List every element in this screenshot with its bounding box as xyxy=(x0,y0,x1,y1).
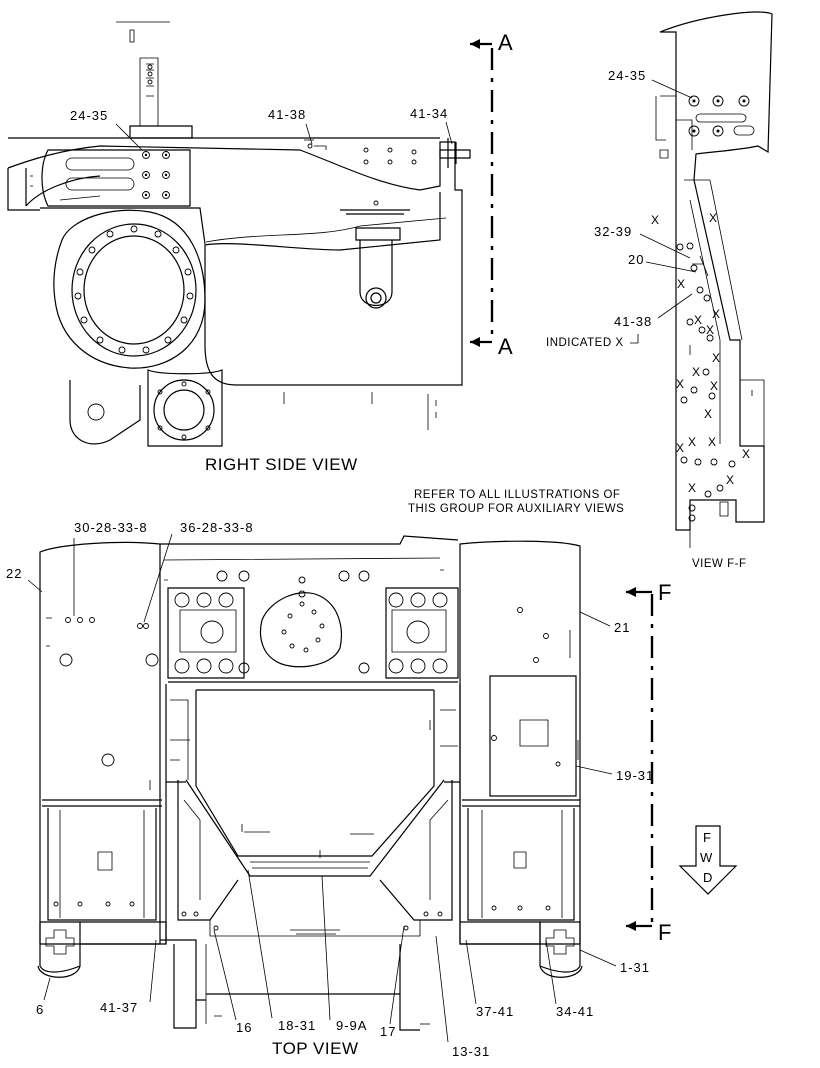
leader-41-37 xyxy=(149,939,157,1003)
section-mark-f-bottom: F xyxy=(658,920,671,945)
view-f-f-title: VIEW F-F xyxy=(692,558,746,570)
callout-30-28-33-8: 30-28-33-8 xyxy=(74,520,148,535)
leader-21 xyxy=(579,611,611,627)
x-mark: X xyxy=(710,379,718,393)
x-mark: X xyxy=(706,323,714,337)
callout-34-41: 34-41 xyxy=(556,1004,594,1019)
callout-41-38-view-f-f: 41-38 xyxy=(614,314,652,329)
x-mark: X xyxy=(704,407,712,421)
callout-6: 6 xyxy=(36,1002,44,1017)
indicated-x-note: INDICATED X xyxy=(546,337,624,349)
callout-20: 20 xyxy=(628,252,644,267)
leader-9-9a xyxy=(321,875,331,1021)
x-mark: X xyxy=(694,313,702,327)
leader-22 xyxy=(27,579,43,593)
leader-1-31 xyxy=(579,949,617,967)
x-mark: X xyxy=(677,277,685,291)
callout-16: 16 xyxy=(236,1020,252,1035)
leader-34-41 xyxy=(545,939,557,1005)
callout-41-34-right-side: 41-34 xyxy=(410,106,448,121)
callout-13-31: 13-31 xyxy=(452,1044,490,1059)
x-mark: X xyxy=(688,435,696,449)
callout-19-31: 19-31 xyxy=(616,768,654,783)
x-mark: X xyxy=(712,351,720,365)
fwd-arrow-icon xyxy=(678,825,738,895)
x-mark: X xyxy=(712,307,720,321)
leader-41-38-right-side xyxy=(305,123,313,145)
leader-41-38-view-f-f xyxy=(657,293,693,319)
leader-36-28-33-8 xyxy=(143,533,173,623)
x-mark: X xyxy=(676,377,684,391)
x-mark: X xyxy=(709,211,717,225)
leader-16 xyxy=(213,929,237,1021)
right-side-view-title: RIGHT SIDE VIEW xyxy=(205,455,358,474)
callout-18-31: 18-31 xyxy=(278,1018,316,1033)
leader-37-41 xyxy=(465,939,477,1005)
callout-37-41: 37-41 xyxy=(476,1004,514,1019)
leader-41-34-right-side xyxy=(445,121,453,145)
leader-6 xyxy=(43,977,51,1001)
leader-18-31 xyxy=(247,869,273,1019)
callout-41-37: 41-37 xyxy=(100,1000,138,1015)
section-mark-a-top: A xyxy=(498,30,513,55)
section-mark-a-bottom: A xyxy=(498,334,513,359)
callout-1-31: 1-31 xyxy=(620,960,650,975)
leader-20 xyxy=(645,261,697,273)
x-mark: X xyxy=(692,365,700,379)
callout-36-28-33-8: 36-28-33-8 xyxy=(180,520,254,535)
leader-13-31 xyxy=(435,935,449,1043)
fwd-letter-w: W xyxy=(700,850,713,865)
callout-24-35-view-f-f: 24-35 xyxy=(608,68,646,83)
callout-24-35-right-side: 24-35 xyxy=(70,108,108,123)
leader-24-35-view-f-f xyxy=(651,79,693,99)
fwd-letter-f: F xyxy=(703,830,712,845)
note-line-1: REFER TO ALL ILLUSTRATIONS OF xyxy=(414,489,620,501)
x-mark: X xyxy=(726,473,734,487)
x-mark: X xyxy=(742,447,750,461)
callout-41-38-right-side: 41-38 xyxy=(268,107,306,122)
callout-17: 17 xyxy=(380,1024,396,1039)
x-mark: X xyxy=(688,481,696,495)
top-view-title: TOP VIEW xyxy=(272,1039,359,1058)
leader-19-31 xyxy=(575,765,613,775)
x-mark: X xyxy=(676,441,684,455)
top-view: F F F W D 30-28-33-8 36-28-33-8 22 21 19… xyxy=(6,520,738,1059)
leader-17 xyxy=(389,925,405,1025)
leader-24-35-right-side xyxy=(115,123,143,151)
x-mark: X xyxy=(708,435,716,449)
leader-32-39 xyxy=(639,233,691,259)
right-side-view: A A 24-35 41-38 41-34 RIGHT SIDE VIEW xyxy=(7,21,513,474)
section-mark-f-top: F xyxy=(658,580,671,605)
callout-32-39: 32-39 xyxy=(594,224,632,239)
callout-9-9a: 9-9A xyxy=(336,1018,367,1033)
x-mark: X xyxy=(651,213,659,227)
callout-21: 21 xyxy=(614,620,630,635)
fwd-letter-d: D xyxy=(703,870,713,885)
view-f-f: X X X X X X X X X X X X X X X X X 24-35 … xyxy=(546,11,773,570)
note-line-2: THIS GROUP FOR AUXILIARY VIEWS xyxy=(408,503,624,515)
callout-22: 22 xyxy=(6,566,22,581)
